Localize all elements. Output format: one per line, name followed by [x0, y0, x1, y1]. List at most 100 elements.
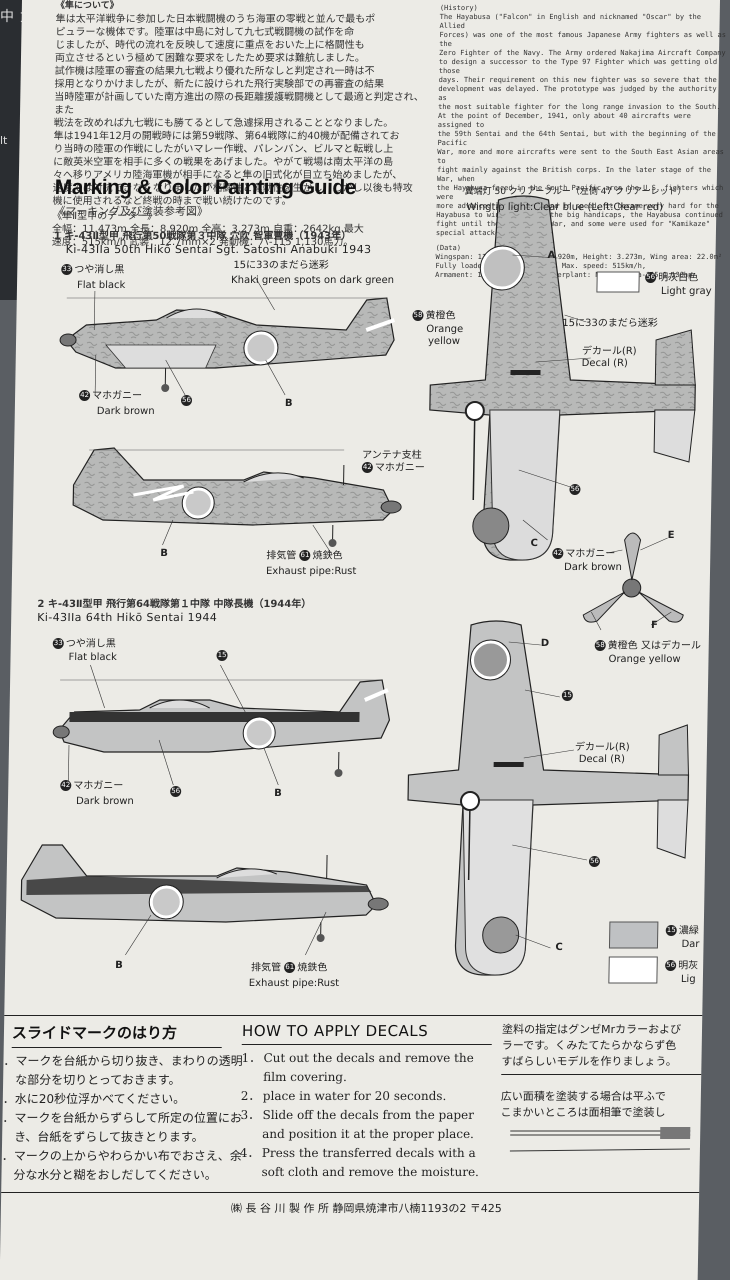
paint-note-line: ラーです。くみたてたらかならず色 [501, 1039, 677, 1052]
callout-decal: デカール(R) [581, 346, 637, 357]
callout2-decal-en: Decal (R) [578, 754, 626, 765]
slide-mark-section: スライドマークのはり方 ．マークを台紙から切り抜き、まわりの透明 な部分を切りと… [1, 1022, 244, 1185]
callout-flat-black-en: Flat black [76, 280, 126, 291]
decal-step: film covering. [241, 1068, 503, 1087]
footer-divider [1, 1192, 700, 1193]
callout2-56: 56 [170, 786, 182, 797]
callout2-56-top: 56 [588, 856, 601, 867]
decal-step: 4．Press the transferred decals with a [240, 1144, 502, 1163]
drawings [20, 195, 696, 984]
aircraft1-top-view [429, 195, 696, 561]
callout2-flat-black-en: Flat black [68, 652, 117, 663]
decal-step: soft cloth and remove the moisture. [239, 1163, 501, 1182]
brush-illustration [509, 1127, 691, 1152]
paint-note-section: 塗料の指定はグンゼMrカラーおよびラーです。くみたてたらかならず色すばらしいモデ… [500, 1022, 703, 1165]
callout-b: B [284, 398, 293, 409]
callout-e: E [667, 530, 675, 541]
callout-khaki: 15に33のまだら迷彩 [233, 260, 329, 271]
callout-decal-en: Decal (R) [581, 358, 628, 369]
footer-company: ㈱ 長 谷 川 製 作 所 静岡県焼津市八楠1193の2 〒425 [230, 1202, 502, 1215]
decal-step-text: Slide off the decals from the paper [262, 1108, 475, 1122]
callout-mahogany-en: Dark brown [96, 406, 155, 417]
decal-step-number [241, 1068, 263, 1087]
decals-title: HOW TO APPLY DECALS [241, 1022, 493, 1045]
callout-wingtip-en: Wingtip light:Clear blue (Left:Clear red… [466, 202, 664, 213]
legend-dark-green-en: Dar [681, 939, 700, 950]
callout-prop-brown-en: Dark brown [563, 562, 622, 573]
legend-light-gray-en: Lig [680, 974, 696, 985]
decal-step: 3．Slide off the decals from the paper [240, 1106, 502, 1125]
bottom-divider [4, 1015, 703, 1016]
callout-56: 56 [180, 395, 193, 406]
callout2-c: C [555, 942, 563, 953]
aircraft1-side-view [59, 276, 396, 396]
slide-mark-step: き、台紙をずらして抜きとります。 [2, 1130, 204, 1144]
decal-step: 1．Cut out the decals and remove the [241, 1049, 503, 1068]
slide-mark-step: な部分を切りとっておきます。 [3, 1073, 181, 1087]
callout-prop-orange-en: Orange yellow [608, 654, 681, 665]
callout-56-top: 56 [569, 484, 581, 495]
decal-step-number: 3． [240, 1108, 261, 1122]
aircraft2-side-view-2 [20, 844, 389, 956]
slide-mark-steps: ．マークを台紙から切り抜き、まわりの透明 な部分を切りとっておきます。．水に20… [1, 1052, 243, 1185]
slide-mark-step: ．マークの上からやわらかい布でおさえ、余 [1, 1149, 242, 1163]
brush-note-line: こまかいところは面相筆で塗装し [500, 1106, 666, 1119]
callout2-b: B [274, 788, 282, 799]
brush-note-text: 広い面積を塗装する場合は平ふでこまかいところは面相筆で塗装し [500, 1089, 701, 1121]
aircraft2-top-view [407, 620, 690, 984]
decal-step-text: Press the transferred decals with a [261, 1146, 476, 1160]
callout-b-2: B [160, 548, 169, 559]
decal-step-text: and position it at the proper place. [262, 1127, 475, 1141]
brush-note-line: 広い面積を塗装する場合は平ふで [500, 1090, 666, 1103]
callout2-exhaust-en: Exhaust pipe:Rust [248, 978, 340, 989]
decal-step-number: 2． [240, 1089, 261, 1103]
decal-step-number [240, 1125, 262, 1144]
decals-section: HOW TO APPLY DECALS 1．Cut out the decals… [239, 1022, 504, 1182]
decal-step: 2．place in water for 20 seconds. [241, 1087, 503, 1106]
callout-wingtip: 翼端灯 50 クリアーブルー（左側 47 クリアーレッド） [464, 187, 687, 197]
callout-mottle: 15に33のまだら迷彩 [562, 318, 658, 329]
callout-a: A [547, 250, 556, 261]
callout-c: C [530, 538, 538, 549]
key-label: lt [0, 134, 8, 147]
decal-step: and position it at the proper place. [240, 1125, 502, 1144]
propeller-view [582, 532, 684, 631]
callout2-15-top: 15 [561, 690, 573, 701]
slide-mark-step: 分な水分と糊をおしだしてください。 [1, 1168, 217, 1182]
callout2-15: 15 [216, 650, 228, 661]
aircraft1-side-view-2 [72, 447, 402, 556]
callout-f: F [650, 620, 659, 631]
slide-mark-title: スライドマークのはり方 [11, 1022, 223, 1048]
decal-step-number: 4． [239, 1146, 260, 1160]
paint-note-line: 塗料の指定はグンゼMrカラーおよび [501, 1023, 682, 1036]
callout2-b-2: B [115, 960, 123, 971]
decal-step-number [239, 1163, 261, 1182]
slide-mark-step: ．マークを台紙からずらして所定の位置にお [2, 1111, 243, 1125]
callout-antenna: アンテナ支柱 [361, 450, 422, 461]
callout-light-gray-en: Light gray [660, 286, 712, 297]
decal-step-text: film covering. [263, 1070, 347, 1084]
callout-orange-en2: yellow [427, 336, 461, 347]
decal-step-text: Cut out the decals and remove the [263, 1051, 474, 1065]
callout-khaki-en: Khaki green spots on dark green [231, 275, 395, 286]
decal-step-number: 1． [241, 1051, 262, 1065]
decal-step-text: place in water for 20 seconds. [262, 1089, 447, 1103]
decals-steps: 1．Cut out the decals and remove the film … [239, 1049, 503, 1182]
callout-exhaust-en: Exhaust pipe:Rust [265, 566, 357, 577]
slide-mark-step: ．マークを台紙から切り抜き、まわりの透明 [3, 1054, 243, 1068]
callout2-d: D [540, 638, 550, 649]
key-label: 中 [0, 9, 14, 25]
